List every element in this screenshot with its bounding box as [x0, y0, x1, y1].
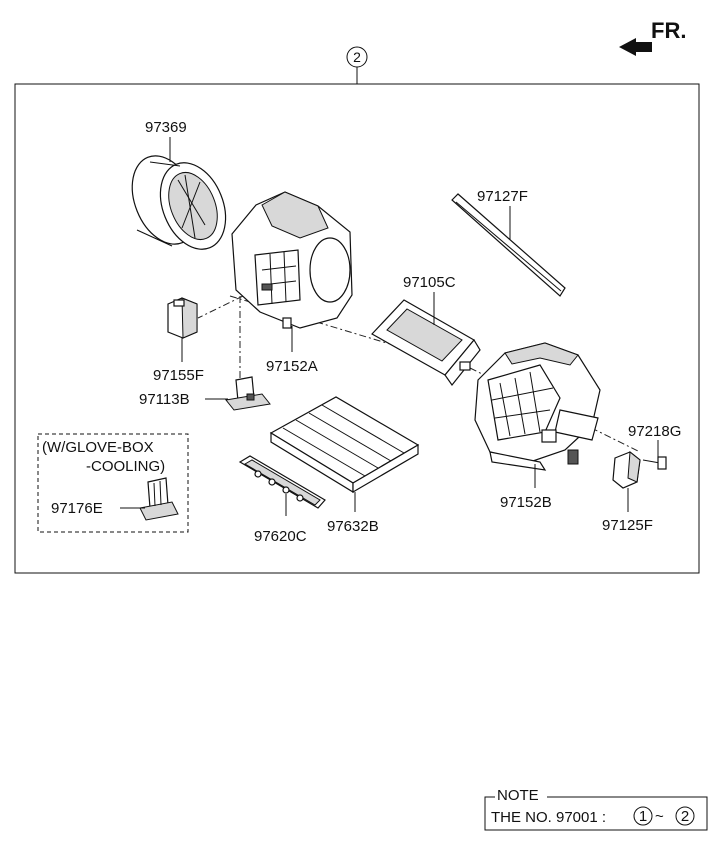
- part-number-97152A: 97152A: [266, 358, 318, 375]
- part-97218G-screw: [642, 456, 667, 470]
- assembly-reference: 2: [346, 46, 368, 84]
- note-title-backdrop: [495, 789, 547, 801]
- note-ref1-circle: [633, 806, 653, 826]
- part-97113B-resistor: [225, 376, 271, 411]
- front-direction-label: FR.: [651, 18, 686, 43]
- note-ref2: 2: [681, 808, 689, 825]
- part-number-97155F: 97155F: [153, 367, 204, 384]
- note-box: NOTE THE NO. 97001 : 1 ~ 2: [484, 787, 708, 831]
- part-number-97127F: 97127F: [477, 188, 528, 205]
- part-97105C-filter-door: [371, 299, 481, 387]
- option-box-line2: -COOLING): [86, 458, 165, 475]
- part-97127F-seal: [451, 193, 566, 297]
- note-ref1: 1: [639, 808, 647, 825]
- part-number-97369: 97369: [145, 119, 187, 136]
- note-separator: ~: [655, 808, 664, 825]
- part-number-97176E: 97176E: [51, 500, 103, 517]
- part-number-97620C: 97620C: [254, 528, 307, 545]
- part-number-97632B: 97632B: [327, 518, 379, 535]
- note-ref2-circle: [675, 806, 695, 826]
- part-number-97105C: 97105C: [403, 274, 456, 291]
- part-97176E-resistor: [139, 477, 179, 521]
- front-direction-indicator: FR.: [619, 18, 686, 56]
- part-97369-duct: [131, 155, 227, 250]
- part-97152A-blower-housing: [231, 191, 353, 329]
- part-number-97125F: 97125F: [602, 517, 653, 534]
- note-box-outline: [484, 796, 708, 831]
- part-97152B-intake-housing: [474, 342, 601, 471]
- part-97155F-actuator: [167, 297, 198, 339]
- option-glove-box-cooling: (W/GLOVE-BOX -COOLING) 97176E: [37, 433, 189, 533]
- part-number-97152B: 97152B: [500, 494, 552, 511]
- option-box-line1: (W/GLOVE-BOX: [42, 439, 154, 456]
- assembly-ref-number: 2: [353, 49, 361, 65]
- part-97632B-filter: [269, 396, 420, 494]
- note-title: NOTE: [497, 787, 539, 804]
- part-number-97218G: 97218G: [628, 423, 681, 440]
- part-97125F-actuator: [612, 451, 641, 489]
- option-box-outline: [37, 433, 189, 533]
- part-97620C-cover: [238, 455, 326, 509]
- assembly-frame: [14, 83, 700, 574]
- front-arrow-icon: [619, 38, 652, 56]
- part-number-97113B: 97113B: [139, 391, 190, 408]
- note-text: THE NO. 97001 :: [491, 809, 606, 826]
